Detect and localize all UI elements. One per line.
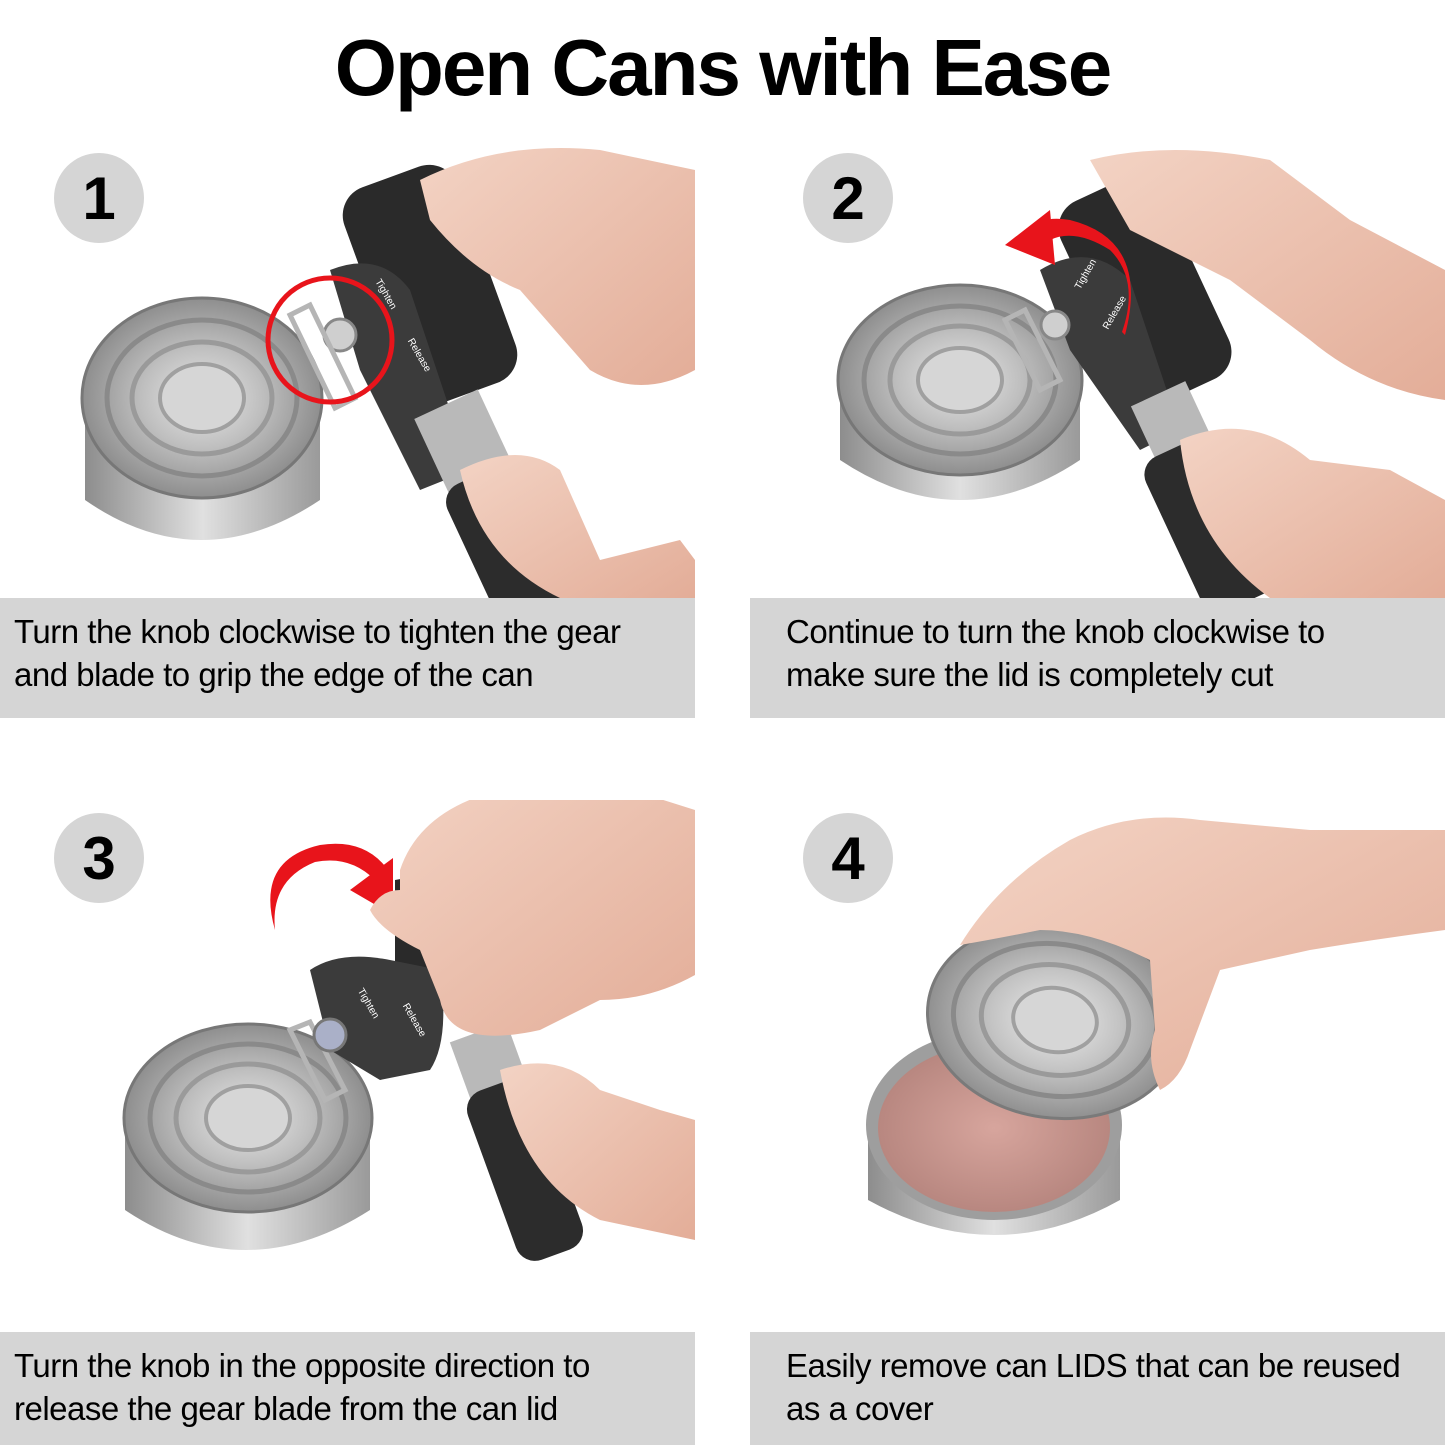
can-icon <box>80 296 324 540</box>
step-badge: 2 <box>803 153 893 243</box>
step-caption: Turn the knob clockwise to tighten the g… <box>0 598 695 718</box>
step-3-photo: Tighten Release <box>122 800 695 1261</box>
step-2-panel: Tighten Release 2 Continue to turn the k… <box>750 140 1445 720</box>
hand-icon <box>1090 150 1445 598</box>
caption-line: Turn the knob in the opposite direction … <box>14 1347 590 1384</box>
step-caption: Easily remove can LIDS that can be reuse… <box>750 1332 1445 1445</box>
hand-icon <box>960 817 1445 1090</box>
can-lid-icon <box>926 919 1184 1121</box>
caption-line: Easily remove can LIDS that can be reuse… <box>786 1347 1401 1384</box>
step-badge: 3 <box>54 813 144 903</box>
step-badge: 1 <box>54 153 144 243</box>
page-title: Open Cans with Ease <box>334 23 1113 112</box>
can-icon <box>836 283 1084 500</box>
can-icon <box>122 1022 374 1250</box>
step-badge: 4 <box>803 813 893 903</box>
caption-line: Turn the knob clockwise to tighten the g… <box>14 613 621 650</box>
hand-icon <box>420 148 695 598</box>
step-1-panel: Tighten Release 1 Turn the knob clockwis… <box>0 140 695 720</box>
highlight-circle-icon <box>265 275 395 405</box>
step-caption: Continue to turn the knob clockwise to m… <box>750 598 1445 718</box>
step-1-photo: Tighten Release <box>80 148 695 598</box>
caption-line: and blade to grip the edge of the can <box>14 656 534 693</box>
caption-line: Continue to turn the knob clockwise to <box>786 613 1325 650</box>
caption-line: make sure the lid is completely cut <box>786 656 1273 693</box>
curved-arrow-left-icon <box>1005 210 1131 335</box>
step-2-photo: Tighten Release <box>836 150 1445 598</box>
caption-line: as a cover <box>786 1390 934 1427</box>
step-caption: Turn the knob in the opposite direction … <box>0 1332 695 1445</box>
hand-icon <box>370 800 695 1240</box>
caption-line: release the gear blade from the can lid <box>14 1390 558 1427</box>
step-3-panel: Tighten Release 3 Turn the knob in the o… <box>0 800 695 1445</box>
step-4-photo <box>866 817 1445 1235</box>
step-4-panel: 4 Easily remove can LIDS that can be reu… <box>750 800 1445 1445</box>
